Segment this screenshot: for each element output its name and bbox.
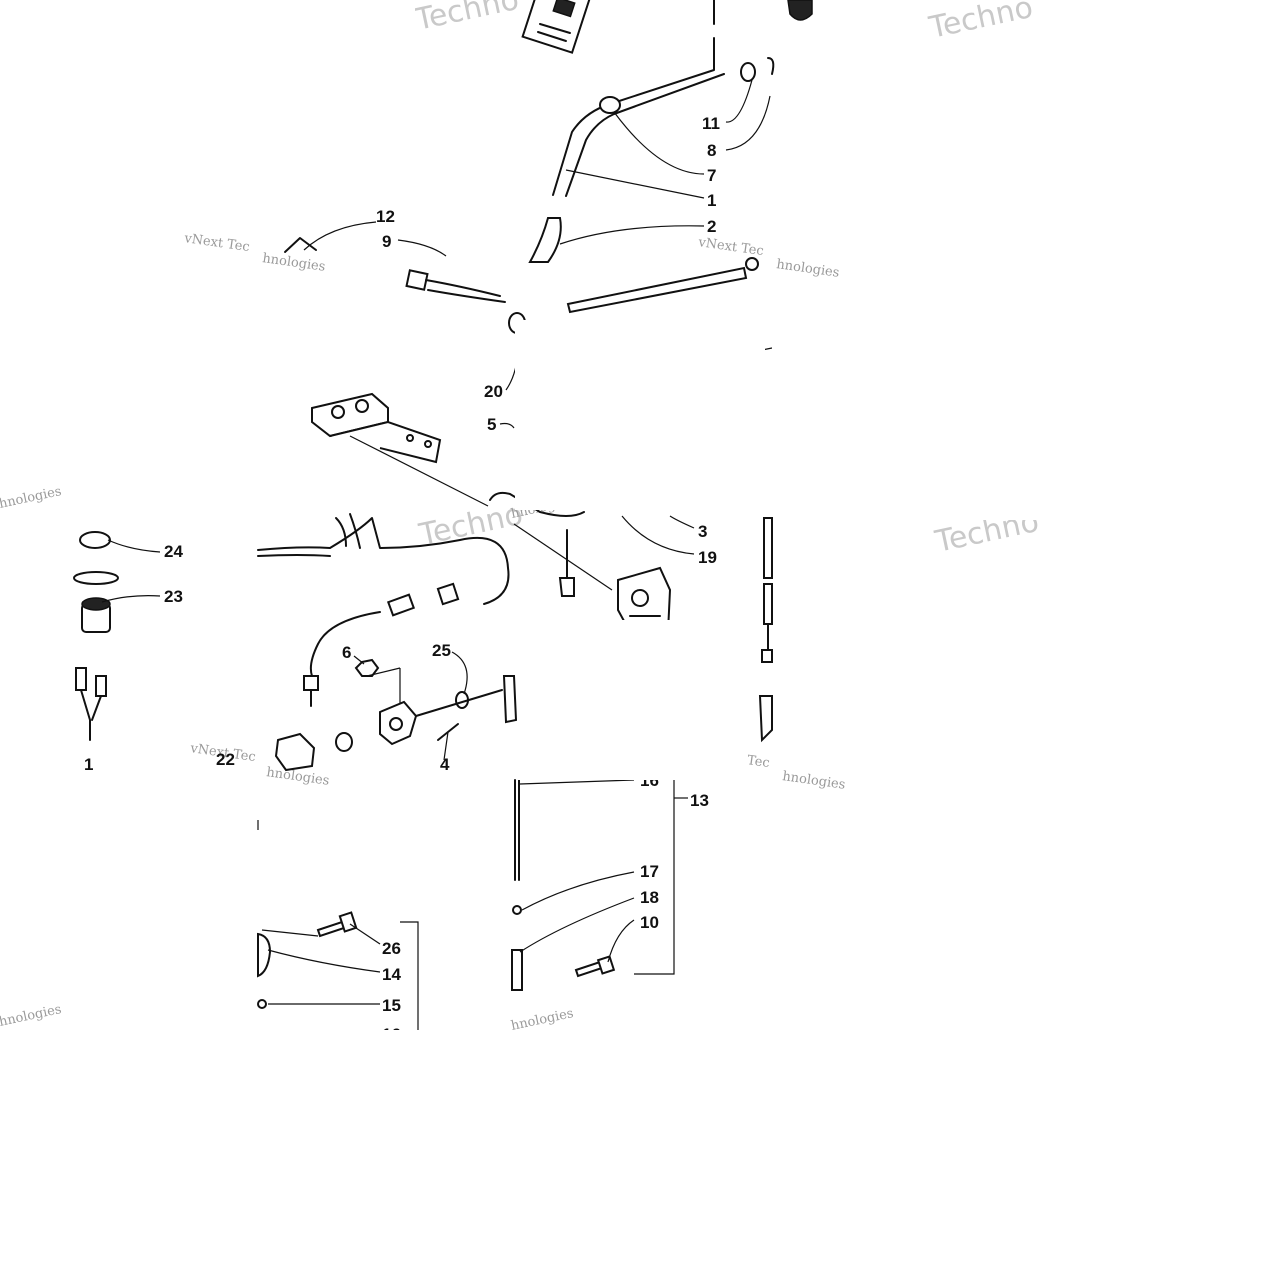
callout: 2 xyxy=(707,217,716,236)
watermark: hnologies xyxy=(0,484,63,512)
rod xyxy=(415,689,503,717)
clamp xyxy=(274,732,316,772)
callout: 24 xyxy=(164,542,183,561)
bracket xyxy=(257,932,272,978)
callout: 13 xyxy=(690,791,709,810)
callout: 5 xyxy=(487,415,496,434)
clip-ring xyxy=(745,257,759,271)
callout: 19 xyxy=(698,548,717,567)
callout: 14 xyxy=(382,965,401,984)
bolt-head xyxy=(596,955,616,975)
watermark: hnologies xyxy=(261,251,326,275)
leader-lines xyxy=(101,79,773,1005)
washer xyxy=(740,62,756,82)
callout: 26 xyxy=(382,939,401,958)
callout: 11 xyxy=(702,114,720,133)
bolt xyxy=(316,920,346,938)
watermark: Techno xyxy=(925,0,1036,46)
watermark: hnologies xyxy=(0,1002,63,1030)
lever-rod-outline xyxy=(565,73,725,197)
callout: 22 xyxy=(216,750,235,769)
callout: 17 xyxy=(640,862,659,881)
decal-plate xyxy=(521,0,591,54)
shaft xyxy=(566,266,748,314)
watermark: hnologies xyxy=(781,769,846,793)
watermark: hnologies xyxy=(775,257,840,281)
nut xyxy=(257,999,267,1009)
connector xyxy=(386,593,416,617)
bolt-head xyxy=(338,911,358,933)
callout: 23 xyxy=(164,587,183,606)
connector xyxy=(75,667,87,691)
connector xyxy=(436,582,460,606)
bolt xyxy=(558,577,575,597)
watermark: hnologies xyxy=(510,1006,575,1034)
parts-drawing xyxy=(73,0,813,1030)
lever-rod xyxy=(552,37,715,196)
bezel-ring xyxy=(79,531,111,549)
spring-assembly xyxy=(511,779,523,991)
wire-harness xyxy=(335,513,361,549)
wire-harness xyxy=(257,517,510,605)
callout: 1 xyxy=(84,755,93,774)
watermark: vNext Tec xyxy=(182,231,250,255)
bolt xyxy=(574,960,604,978)
washer xyxy=(73,571,119,585)
callout: 4 xyxy=(440,755,450,774)
bushing xyxy=(335,732,353,752)
sensor xyxy=(303,675,319,691)
callout: 20 xyxy=(484,382,503,401)
wire-harness xyxy=(80,689,102,741)
bushing xyxy=(599,96,621,114)
clip xyxy=(284,237,317,253)
group-bracket xyxy=(400,921,419,1030)
mounting-bracket xyxy=(311,392,489,507)
watermark: vNext Tec xyxy=(696,235,764,259)
right-column xyxy=(758,517,773,743)
group-bracket xyxy=(634,770,675,975)
bracket-arc xyxy=(767,57,775,75)
callout: 6 xyxy=(342,643,351,662)
callout: 7 xyxy=(707,166,716,185)
callout: 18 xyxy=(640,888,659,907)
grip xyxy=(528,217,562,263)
connector xyxy=(95,675,107,697)
callout: 25 xyxy=(432,641,451,660)
callout: 9 xyxy=(382,232,391,251)
callout: 1 xyxy=(707,191,716,210)
wire-harness xyxy=(425,279,506,303)
callout: 3 xyxy=(698,522,707,541)
callout: 8 xyxy=(707,141,716,160)
callout: 15 xyxy=(382,996,401,1015)
spring-mount xyxy=(502,675,518,724)
callout: 12 xyxy=(376,207,395,226)
connector xyxy=(405,269,429,291)
wire-harness xyxy=(309,611,381,677)
nut xyxy=(354,658,380,677)
callout: 10 xyxy=(640,913,659,932)
knob xyxy=(787,0,813,21)
watermark: Techno xyxy=(411,0,522,38)
linkage-arm xyxy=(379,700,418,746)
